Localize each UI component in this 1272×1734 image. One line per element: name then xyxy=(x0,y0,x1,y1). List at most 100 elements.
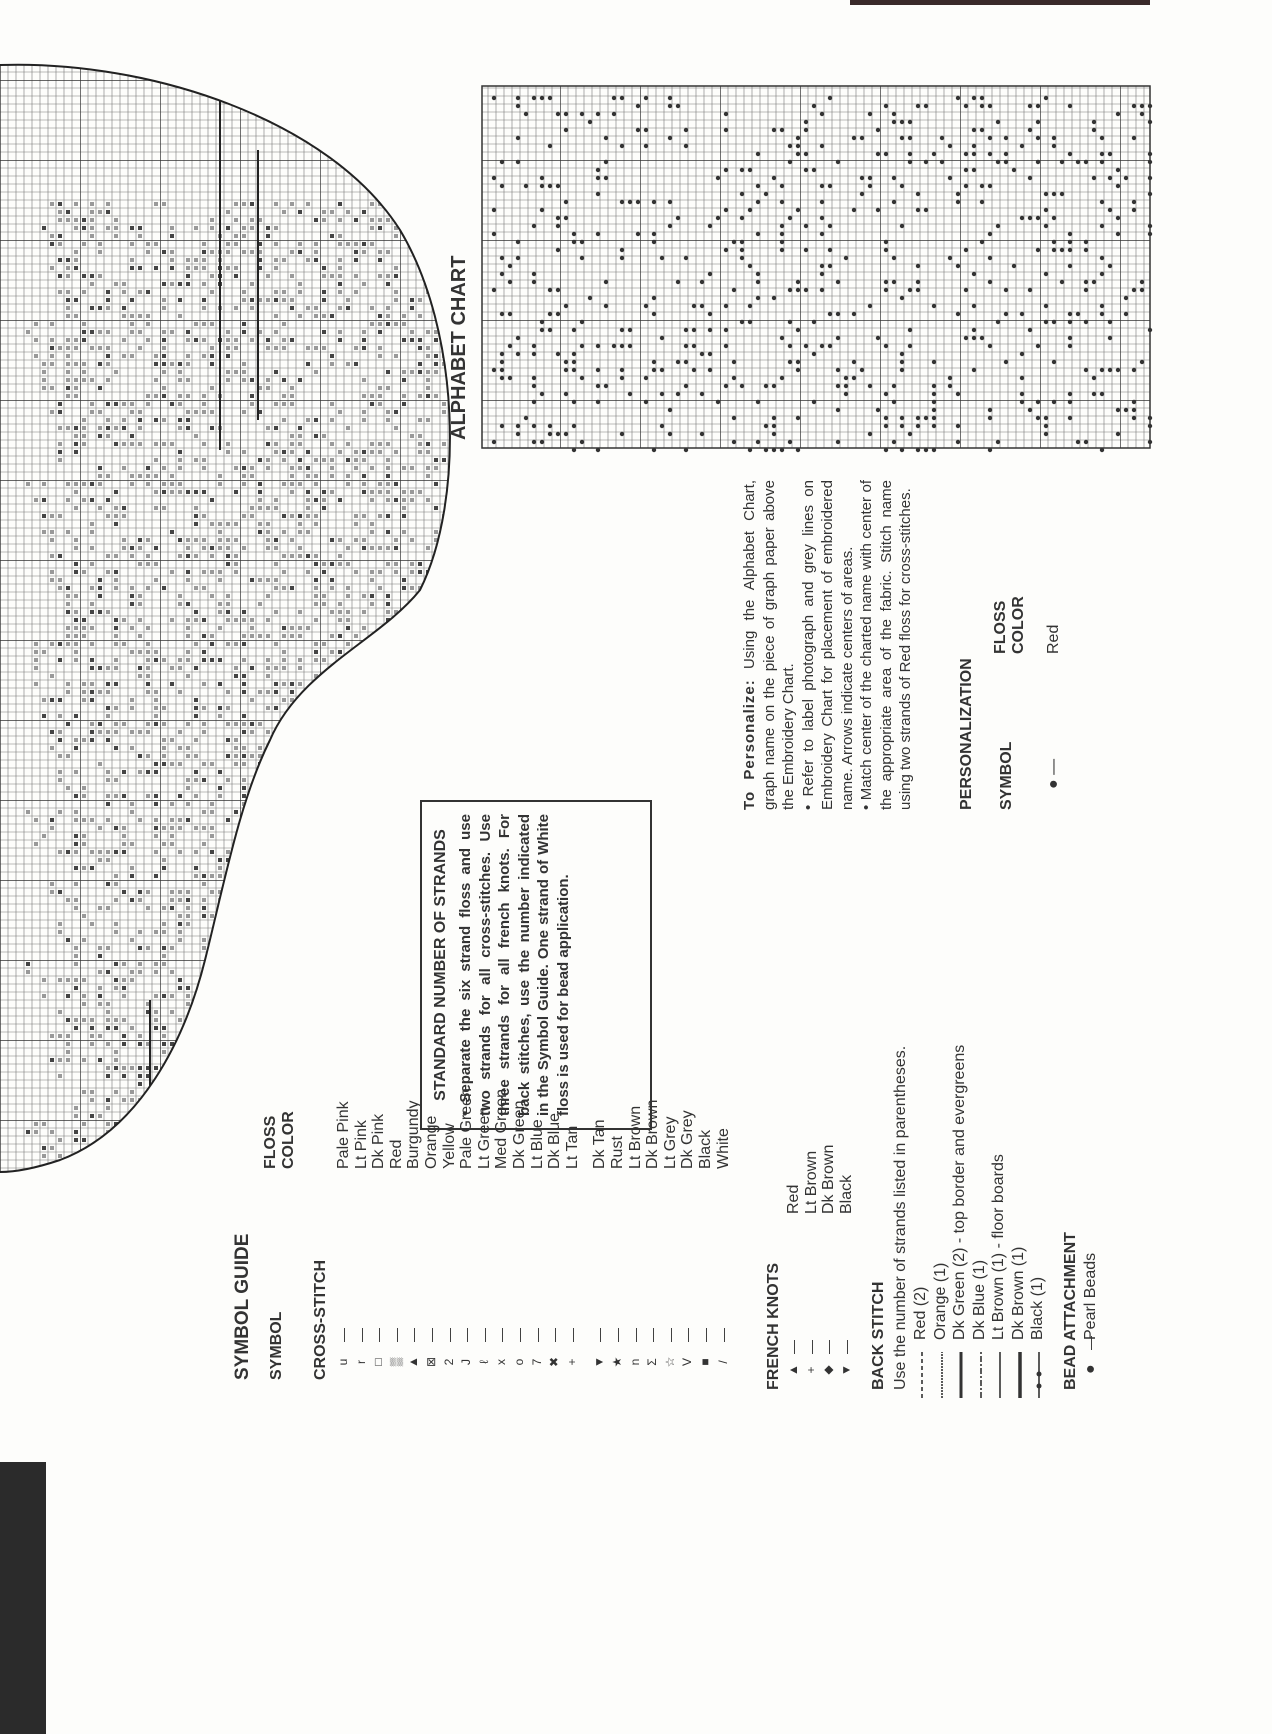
personalize-bullet-2: • Match center of the charted name with … xyxy=(858,480,914,810)
symbol-dash: — xyxy=(352,1328,369,1342)
symbol-dash: — xyxy=(370,1328,387,1342)
cross-stitch-color: Orange xyxy=(423,1115,440,1169)
cross-stitch-symbol: V xyxy=(680,1358,695,1367)
personalize-bullet-1: • Refer to label photograph and grey lin… xyxy=(799,480,856,810)
floss-header-line: FLOSS xyxy=(262,1115,279,1169)
cross-stitch-symbol: r xyxy=(353,1360,368,1364)
cross-stitch-color: Red xyxy=(387,1139,405,1169)
cross-stitch-color: Lt Tan xyxy=(563,1125,581,1169)
cross-stitch-symbol: Σ xyxy=(645,1358,660,1366)
symbol-dash: — xyxy=(820,1340,837,1354)
bead-color: Pearl Beads xyxy=(1082,1252,1099,1340)
symbol-dash: — xyxy=(563,1328,580,1342)
symbol-dash: — xyxy=(405,1328,422,1342)
back-stitch-color: Dk Blue (1) xyxy=(970,1259,988,1340)
symbol-column-header: SYMBOL xyxy=(268,1311,285,1380)
strands-box-title: STANDARD NUMBER OF STRANDS xyxy=(432,829,449,1101)
cross-stitch-color: Dk Brown xyxy=(644,1099,662,1169)
symbol-dash: — xyxy=(802,1340,819,1354)
symbol-dash: — xyxy=(679,1328,696,1342)
french-knot-symbol: ▼ xyxy=(838,1364,853,1376)
cross-stitch-symbol: n xyxy=(627,1358,642,1366)
cross-stitch-symbol: ⊠ xyxy=(424,1356,438,1368)
symbol-dash: — xyxy=(626,1328,643,1342)
back-stitch-note: Use the number of strands listed in pare… xyxy=(892,1045,909,1390)
back-stitch-color: Lt Brown (1) - floor boards xyxy=(990,1154,1007,1340)
cross-stitch-color: Dk Blue xyxy=(546,1112,564,1169)
cross-stitch-symbol: 7 xyxy=(529,1358,544,1366)
cross-stitch-color: Dk Green xyxy=(511,1100,528,1169)
cross-stitch-color: Dk Tan xyxy=(591,1119,609,1169)
symbol-dash: — xyxy=(475,1328,492,1342)
standard-strands-box: STANDARD NUMBER OF STRANDS • Separate th… xyxy=(420,800,652,1130)
cross-stitch-symbol: ▒ xyxy=(388,1357,403,1367)
cross-stitch-symbol: ▲ xyxy=(406,1356,421,1368)
cross-stitch-symbol: J xyxy=(459,1359,474,1365)
cross-stitch-color: Yellow xyxy=(440,1123,458,1169)
scan-edge-top xyxy=(850,0,1150,5)
personalize-instructions: To Personalize: Using the Alphabet Chart… xyxy=(740,480,916,810)
cross-stitch-symbol: ▼ xyxy=(592,1356,607,1368)
french-knot-color: Red xyxy=(785,1184,802,1214)
cross-stitch-color: Lt Blue xyxy=(528,1119,546,1169)
cross-stitch-symbol: ★ xyxy=(610,1356,624,1368)
cross-stitch-color: Lt Grey xyxy=(661,1116,679,1169)
personalization-symbol-header: SYMBOL xyxy=(998,741,1015,810)
cross-stitch-color: Dk Grey xyxy=(679,1110,697,1169)
cross-stitch-symbol: o xyxy=(512,1358,526,1366)
symbol-dash: — xyxy=(440,1328,457,1342)
french-knot-color: Dk Brown xyxy=(820,1144,838,1214)
bead-symbol: ● xyxy=(1082,1364,1099,1374)
back-stitch-line-dashed-icon xyxy=(921,1352,923,1398)
back-stitch-heading: BACK STITCH xyxy=(870,1281,887,1390)
cross-stitch-color: Burgundy xyxy=(405,1100,423,1170)
back-stitch-color: Orange (1) xyxy=(931,1262,949,1340)
cross-stitch-symbol: 2 xyxy=(441,1358,456,1366)
back-stitch-line-wavy-icon xyxy=(940,1352,943,1398)
cross-stitch-symbol: x xyxy=(494,1359,509,1365)
symbol-dash: — xyxy=(609,1328,625,1342)
cross-stitch-color: Med Green xyxy=(493,1088,511,1169)
back-stitch-color: Red (2) xyxy=(912,1286,929,1340)
symbol-dash: — xyxy=(837,1340,854,1354)
cross-stitch-color: White xyxy=(714,1128,732,1169)
personalization-heading: PERSONALIZATION xyxy=(958,658,975,810)
symbol-dash: — xyxy=(661,1328,678,1342)
symbol-dash: — xyxy=(785,1340,801,1354)
bead-attachment-heading: BEAD ATTACHMENT xyxy=(1062,1232,1079,1390)
scan-edge-bottom-left xyxy=(0,1462,46,1734)
symbol-dash: — xyxy=(387,1328,404,1342)
french-knot-color: Lt Brown xyxy=(802,1150,820,1214)
color-header-line: COLOR xyxy=(1010,596,1027,654)
symbol-dash: — xyxy=(591,1328,608,1342)
symbol-dash: — xyxy=(511,1328,527,1342)
cross-stitch-color: Pale Pink xyxy=(335,1101,352,1169)
color-header-line: COLOR xyxy=(280,1111,297,1169)
back-stitch-line-solid-icon xyxy=(999,1352,1001,1398)
back-stitch-line-thick-icon xyxy=(959,1352,963,1398)
french-knot-symbol: ◆ xyxy=(821,1365,836,1375)
cross-stitch-color: Lt Brown xyxy=(626,1105,644,1169)
cross-stitch-color: Pale Green xyxy=(458,1088,476,1169)
symbol-dash: — xyxy=(458,1328,475,1342)
symbol-dash: — xyxy=(697,1328,713,1342)
symbol-dash: — xyxy=(493,1328,510,1342)
symbol-guide-title: SYMBOL GUIDE xyxy=(232,1233,253,1380)
cross-stitch-color: Black xyxy=(697,1129,714,1169)
back-stitch-line-dash-dot-icon xyxy=(979,1352,982,1398)
french-knots-heading: FRENCH KNOTS xyxy=(765,1262,782,1390)
back-stitch-color: Dk Green (2) - top border and evergreens xyxy=(951,1044,968,1340)
symbol-dash: — xyxy=(546,1328,563,1342)
personalization-symbol: ● — xyxy=(1045,758,1062,789)
floss-header-line: FLOSS xyxy=(992,600,1009,654)
cross-stitch-symbol: ■ xyxy=(698,1358,712,1366)
strands-box-body: • Separate the six strand floss and use … xyxy=(457,814,572,1116)
cross-stitch-color: Rust xyxy=(609,1136,626,1169)
symbol-dash: — xyxy=(423,1328,439,1342)
cross-stitch-color: Lt Pink xyxy=(352,1120,370,1169)
french-knot-symbol: + xyxy=(803,1366,818,1374)
symbol-dash: — xyxy=(335,1328,351,1342)
symbol-dash: — xyxy=(528,1328,545,1342)
cross-stitch-symbol: ☆ xyxy=(662,1356,677,1368)
